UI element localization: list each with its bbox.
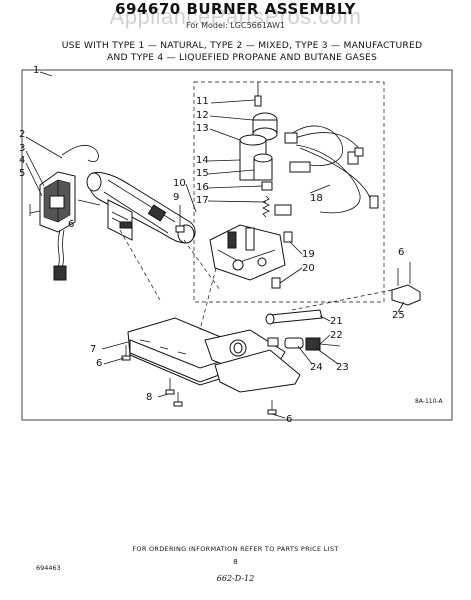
- flame-hook: [61, 144, 99, 163]
- callout-7: 7: [90, 344, 96, 355]
- callout-14: 14: [196, 155, 209, 166]
- callout-20: 20: [302, 263, 315, 274]
- callout-16: 16: [196, 182, 209, 193]
- page-title: 694670 BURNER ASSEMBLY: [115, 0, 356, 18]
- igniter-bracket: [29, 171, 101, 233]
- drawing-code: 8A-110-A: [415, 398, 443, 405]
- gas-valve: [209, 82, 286, 281]
- callout-24: 24: [310, 362, 323, 373]
- callout-12: 12: [196, 110, 209, 121]
- callout-18: 18: [310, 193, 323, 204]
- callout-11: 11: [196, 96, 209, 107]
- callout-17: 17: [196, 195, 209, 206]
- callout-1: 1: [33, 65, 39, 76]
- callout-labels: 1 2 3 4 5 6 6 6 6 7 8 9 10 11 12 13 14 1…: [19, 65, 443, 425]
- handwritten-code: 662-D-12: [216, 574, 255, 583]
- callout-9: 9: [173, 192, 179, 203]
- fitting-19: [283, 231, 293, 243]
- callout-22: 22: [330, 330, 343, 341]
- callout-4: 4: [19, 155, 25, 166]
- guide-lines: [119, 229, 393, 331]
- callout-5: 5: [19, 168, 25, 179]
- assembly-frame: [21, 69, 453, 421]
- callout-23: 23: [336, 362, 349, 373]
- callout-6c: 6: [286, 414, 292, 425]
- page-number: 8: [233, 558, 238, 566]
- watermark: AppliancePartsPros.com: [109, 4, 362, 29]
- callout-3: 3: [19, 143, 25, 154]
- callout-2: 2: [19, 129, 25, 140]
- usage-line-2: AND TYPE 4 — LIQUEFIED PROPANE AND BUTAN…: [106, 52, 378, 63]
- burner-tube: [86, 172, 196, 244]
- small-plate: [119, 221, 133, 229]
- screw-9: [175, 205, 185, 233]
- heat-shield: [107, 199, 133, 241]
- wire-harness: [274, 125, 379, 216]
- leader-lines: [25, 99, 331, 284]
- callout-6d: 6: [398, 247, 404, 258]
- callout-8: 8: [146, 392, 152, 403]
- usage-line-1: USE WITH TYPE 1 — NATURAL, TYPE 2 — MIXE…: [61, 40, 423, 51]
- callout-19: 19: [302, 249, 315, 260]
- usage-note: USE WITH TYPE 1 — NATURAL, TYPE 2 — MIXE…: [52, 40, 432, 64]
- orifice-assembly: [265, 309, 341, 351]
- igniter-wire: [53, 229, 67, 281]
- screws: [29, 204, 277, 415]
- fitting-20: [271, 277, 281, 289]
- ordering-note: FOR ORDERING INFORMATION REFER TO PARTS …: [132, 545, 339, 553]
- bracket-25: [391, 262, 421, 306]
- callout-21: 21: [330, 316, 343, 327]
- callout-25: 25: [392, 310, 405, 321]
- leader-lines-bottom: [101, 301, 405, 419]
- callout-13: 13: [196, 123, 209, 134]
- doc-number: 694463: [36, 564, 61, 572]
- callout-10: 10: [173, 178, 186, 189]
- callout-15: 15: [196, 168, 209, 179]
- burner-base-bracket: [127, 317, 301, 393]
- valve-subassembly-box: [193, 81, 385, 303]
- callout-6b: 6: [96, 358, 102, 369]
- model-subtitle: For Model: LGC5661AW1: [186, 21, 285, 30]
- callout-6a: 6: [68, 219, 74, 230]
